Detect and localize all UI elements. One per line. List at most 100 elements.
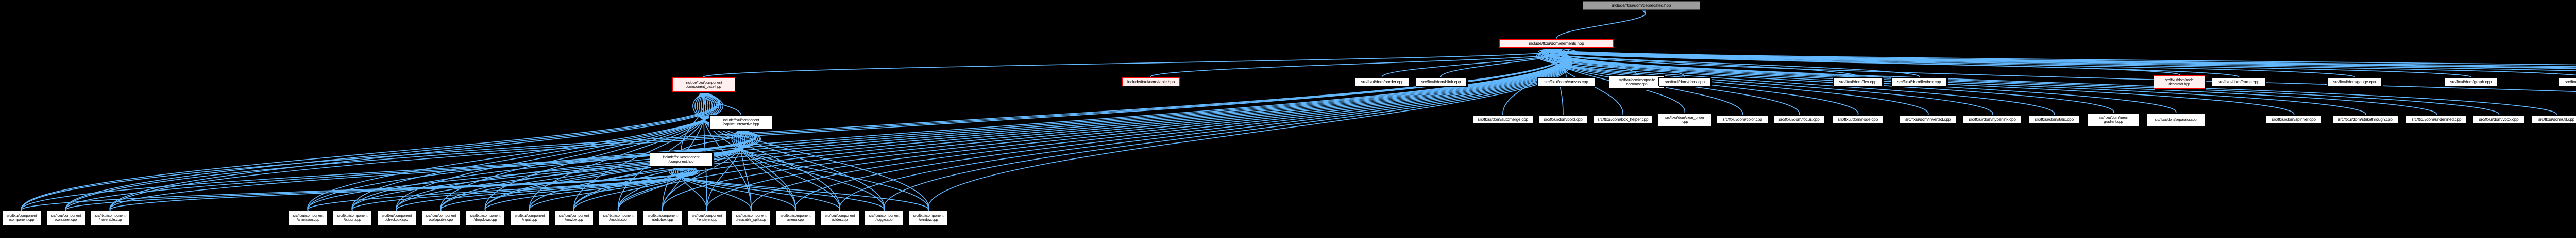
graph-edge [351,91,721,211]
graph-node[interactable]: src/ftxui/component /modal.cpp [599,211,638,225]
graph-node[interactable]: src/ftxui/dom/gridbox.cpp [2558,77,2576,86]
graph-node[interactable]: src/ftxui/dom/dbox.cpp [1658,77,1711,86]
graph-node[interactable]: src/ftxui/dom/automerge.cpp [1472,115,1533,124]
graph-node[interactable]: src/ftxui/component /animation.cpp [289,211,328,225]
graph-node[interactable]: src/ftxui/dom/graph.cpp [2444,77,2498,86]
graph-node[interactable]: src/ftxui/dom/node decorator.hpp [2154,75,2205,89]
graph-node[interactable]: src/ftxui/dom/flexbox.cpp [1891,77,1947,86]
graph-edge [1545,46,2576,76]
graph-node[interactable]: include/ftxui/component /component_base.… [672,77,735,92]
graph-edge [1548,46,2576,67]
graph-node[interactable]: src/ftxui/dom/underlined.cpp [2406,115,2467,124]
graph-edge [751,47,1570,211]
graph-node[interactable]: src/ftxui/dom/hyperlink.cpp [1963,115,2022,124]
graph-node[interactable]: src/ftxui/dom/linear gradient.cpp [2088,113,2139,126]
graph-node[interactable]: src/ftxui/dom/box_helper.cpp [1593,115,1653,124]
graph-edge [308,47,1566,211]
graph-edge [21,91,719,211]
graph-edge [1546,46,2576,71]
graph-edge [65,129,756,211]
graph-node[interactable]: src/ftxui/dom/flex.cpp [1833,77,1883,86]
graph-edge [351,129,760,211]
graph-node[interactable]: src/ftxui/dom/bold.cpp [1538,115,1588,124]
graph-edge [21,165,697,211]
graph-node[interactable]: src/ftxui/dom/clear_under .cpp [1658,113,1711,126]
graph-node[interactable]: src/ftxui/component /input.cpp [510,211,549,225]
graph-edge [573,91,710,211]
graph-node[interactable]: src/ftxui/dom/separator.cpp [2146,113,2205,126]
graph-edge [702,91,707,211]
graph-edge [1150,46,1577,78]
graph-edge [1543,46,2355,78]
graph-node[interactable]: src/ftxui/component /container.cpp [46,211,86,225]
graph-node[interactable]: src/ftxui/component /component.cpp [2,211,41,225]
graph-node[interactable]: src/ftxui/component /window.cpp [909,211,948,225]
graph-node[interactable]: src/ftxui/dom/composite decorator.cpp [1609,75,1665,89]
graph-node[interactable]: src/ftxui/dom/color.cpp [1717,115,1768,124]
graph-node[interactable]: src/ftxui/dom/spinner.cpp [2265,115,2322,124]
graph-node[interactable]: src/ftxui/component /hoverable.cpp [91,211,130,225]
graph-node[interactable]: src/ftxui/component /collapsible.cpp [421,211,461,225]
graph-node[interactable]: src/ftxui/component /resizable_split.cpp [732,211,771,225]
graph-edge [675,166,796,211]
graph-edge [396,47,1567,211]
graph-node[interactable]: include/ftxui/component /captive_interac… [709,115,772,130]
graph-edge [529,91,713,211]
graph-edge [697,91,840,211]
graph-node[interactable]: src/ftxui/component /menu.cpp [776,211,815,225]
graph-node[interactable]: src/ftxui/dom/vbox.cpp [2473,115,2524,124]
graph-edge [529,129,752,211]
graph-node[interactable]: src/ftxui/dom/blink.cpp [1415,77,1467,86]
graph-node[interactable]: src/ftxui/dom/focus.cpp [1773,115,1825,124]
graph-edge [662,91,707,211]
graph-edge [795,47,1570,211]
graph-edge [699,91,741,116]
graph-node[interactable]: include/ftxui/component /component.hpp [650,152,713,167]
graph-edge [21,47,1565,211]
graph-edge [65,47,1565,211]
graph-edge [65,91,719,211]
graph-edge [701,91,752,211]
graph-node[interactable]: src/ftxui/dom/strikethrough.cpp [2332,115,2398,124]
graph-node[interactable]: src/ftxui/component /dropdown.cpp [466,211,505,225]
graph-edge [21,129,755,211]
graph-node[interactable]: src/ftxui/component /checkbox.cpp [377,211,416,225]
graph-node[interactable]: src/ftxui/dom/frame.cpp [2212,77,2265,86]
graph-node[interactable]: src/ftxui/component /slider.cpp [820,211,859,225]
graph-edge [839,47,1571,211]
graph-node[interactable]: src/ftxui/component /maybe.cpp [554,211,594,225]
graph-edge [573,166,687,211]
graph-edge [677,166,707,211]
graph-edge [485,129,754,211]
graph-node[interactable]: src/ftxui/dom/gauge.cpp [2327,77,2382,86]
graph-node[interactable]: include/ftxui/dom/elements.hpp [1499,39,1614,48]
graph-node[interactable]: src/ftxui/component /button.cpp [333,211,372,225]
graph-node[interactable]: include/ftxui/dom/table.hpp [1122,77,1180,86]
graph-edge [352,47,1566,211]
graph-edge [485,47,1567,211]
graph-node[interactable]: src/ftxui/dom/canvas.cpp [1537,77,1595,86]
graph-edge [1540,46,2180,76]
graph-node[interactable]: src/ftxui/dom/inverted.cpp [1899,115,1957,124]
graph-edge [618,129,748,211]
graph-edge [529,47,1568,211]
graph-node[interactable]: src/ftxui/component /toggle.cpp [865,211,904,225]
graph-edge [668,166,929,211]
graph-edge [1382,47,1565,78]
graph-edge [927,47,1572,211]
graph-edge [109,165,698,211]
graph-edge [1556,9,1647,40]
graph-node[interactable]: src/ftxui/dom/node.cpp [1832,115,1884,124]
graph-edge [1550,47,1685,78]
graph-edge [662,47,1569,211]
graph-edge [65,165,697,211]
graph-node[interactable]: include/ftxui/dom/deprecated.hpp [1583,1,1700,10]
graph-edge [681,91,707,153]
graph-node[interactable]: src/ftxui/dom/border.cpp [1355,77,1410,86]
graph-node[interactable]: src/ftxui/dom/util.cpp [2532,115,2576,124]
graph-node[interactable]: src/ftxui/dom/italic.cpp [2029,115,2079,124]
graph-node[interactable]: src/ftxui/component /renderer.cpp [687,211,726,225]
graph-node[interactable]: src/ftxui/component /radiobox.cpp [643,211,682,225]
graph-edge [440,129,756,211]
